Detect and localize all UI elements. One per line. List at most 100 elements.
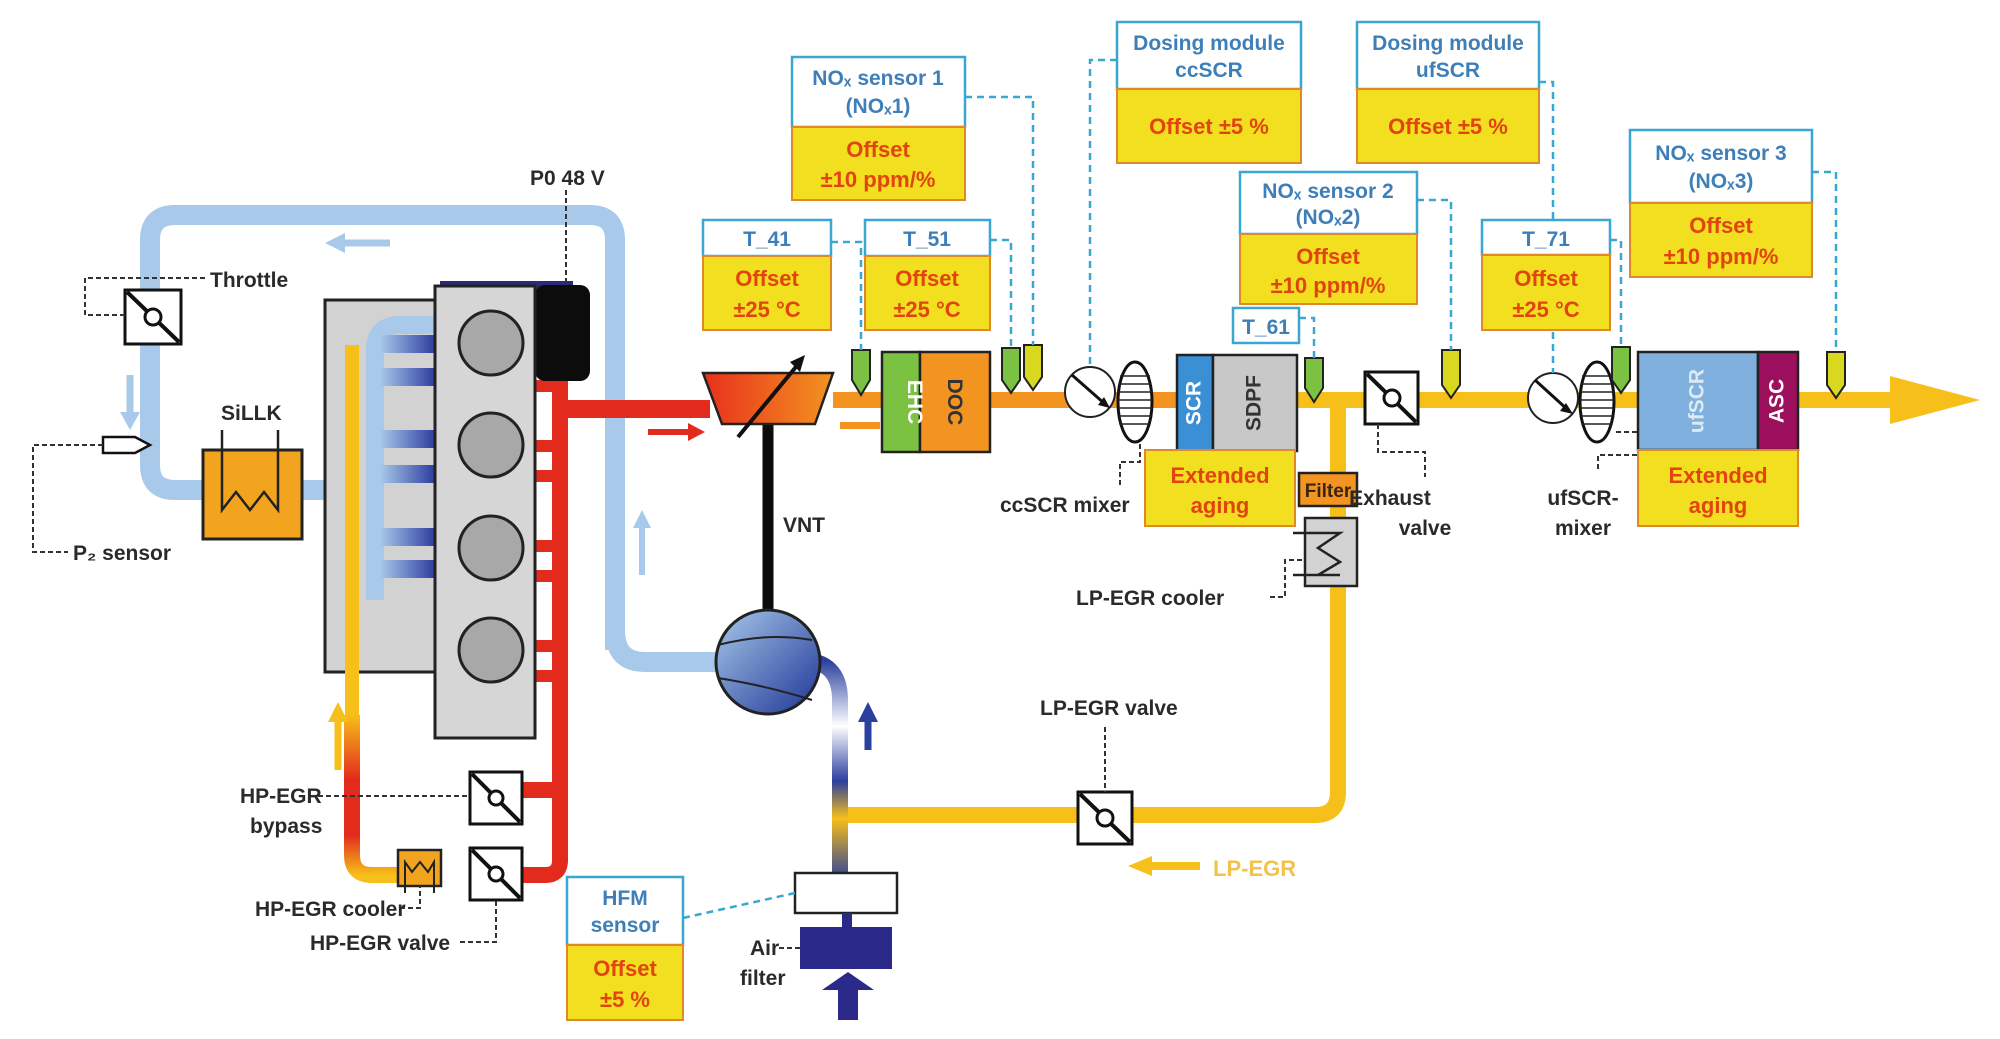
ufscr-mixer-label-2: mixer [1555, 517, 1611, 540]
ccscr-aging-line2: aging [1191, 493, 1250, 518]
vnt-label: VNT [783, 514, 825, 537]
t51-title: T_51 [903, 228, 951, 251]
cylinder-1 [457, 309, 525, 377]
compressor[interactable] [714, 608, 848, 880]
dosing-ufscr-title: Dosing module [1372, 32, 1524, 55]
lp-egr-cooler-label: LP-EGR cooler [1076, 587, 1224, 610]
p2-sensor-label: P₂ sensor [73, 542, 171, 565]
nox3-sensor-box: NOₓ sensor 3 (NOₓ3) Offset ±10 ppm/% [1628, 128, 1814, 278]
ccscr-mixer-leader [1119, 442, 1141, 485]
hp-egr-valve-leader [460, 900, 497, 943]
doc[interactable] [918, 350, 992, 454]
scr-sdpf-unit[interactable]: SCR SDPF [1175, 353, 1299, 453]
hp-egr-valve-icon[interactable] [468, 846, 524, 902]
t71-title: T_71 [1522, 228, 1570, 251]
filter-box[interactable]: Filter [1297, 471, 1359, 508]
asc-label: ASC [1766, 379, 1789, 423]
t61-connector [1299, 316, 1316, 358]
lp-egr-cooler-icon[interactable] [1293, 516, 1359, 588]
t61-sensor-box: T_61 [1231, 306, 1301, 345]
t71-probe-icon [1611, 346, 1631, 395]
flow-arrow-up-icon [633, 510, 651, 575]
ccscr-mixer-label: ccSCR mixer [1000, 494, 1130, 517]
ufscr-mixer-icon[interactable] [1578, 360, 1616, 444]
t61-title: T_61 [1242, 316, 1290, 339]
p0-48v-motor[interactable] [535, 285, 590, 381]
nox1-subtitle: (NOₓ1) [846, 95, 911, 118]
hfm-title: HFM [602, 887, 648, 910]
exhaust-valve-icon[interactable] [1363, 370, 1420, 426]
ufscr-mixer-leader-b [1597, 454, 1637, 472]
intake-arrow-up-icon [858, 702, 878, 750]
ccscr-dosing-injector-icon[interactable] [1064, 366, 1116, 418]
throttle-label: Throttle [210, 269, 288, 292]
ufscr[interactable] [1636, 350, 1760, 452]
ufscr-label: ufSCR [1686, 369, 1709, 433]
p2-sensor-icon[interactable] [101, 435, 153, 455]
exhaust-pipe-stub [840, 422, 880, 429]
hp-egr-bypass-label-1: HP-EGR [240, 785, 322, 808]
t71-connector [1610, 238, 1623, 347]
ufscr-dosing-injector-icon[interactable] [1527, 372, 1579, 424]
cylinder-2 [457, 411, 525, 479]
cylinder-3 [457, 514, 525, 582]
air-filter-label-2: filter [740, 967, 786, 990]
exhaust-valve-label-2: valve [1399, 517, 1452, 540]
lp-egr-valve-icon[interactable] [1076, 790, 1134, 846]
t51-connector [990, 238, 1013, 348]
nox2-connector [1417, 198, 1453, 350]
vnt-turbine[interactable] [701, 355, 835, 439]
t71-sensor-box: T_71 Offset ±25 °C [1480, 218, 1612, 331]
dosing-ccscr-title: Dosing module [1133, 32, 1285, 55]
sillk-label: SiLLK [221, 402, 282, 425]
hp-egr-cooler-icon[interactable] [396, 848, 443, 893]
charge-air-pipe [140, 205, 720, 672]
throttle-valve-icon[interactable] [123, 288, 183, 346]
flow-arrow-left-icon [325, 233, 390, 253]
hfm-sensor-body[interactable] [793, 871, 899, 915]
air-filter[interactable] [800, 927, 892, 969]
hp-egr-valve-label: HP-EGR valve [310, 932, 450, 955]
hp-egr-arrow-up-icon [328, 702, 348, 770]
t71-offset-2: ±25 °C [1512, 297, 1579, 322]
hp-egr-cooler-label: HP-EGR cooler [255, 898, 406, 921]
t61-probe-icon [1304, 357, 1324, 404]
t41-title: T_41 [743, 228, 791, 251]
ufscr-aging-line2: aging [1689, 493, 1748, 518]
ufscr-asc-unit[interactable]: ufSCR ASC [1636, 350, 1800, 452]
sdpf[interactable] [1211, 353, 1299, 453]
sillk-intercooler[interactable] [201, 430, 304, 541]
nox3-offset-2: ±10 ppm/% [1664, 244, 1779, 269]
intake-runners [380, 335, 438, 578]
nox3-subtitle: (NOₓ3) [1689, 170, 1754, 193]
t51-sensor-box: T_51 Offset ±25 °C [863, 218, 992, 331]
t41-connector [831, 240, 863, 350]
ccscr-mixer-icon[interactable] [1116, 360, 1154, 444]
cylinder-4 [457, 616, 525, 684]
nox3-probe-icon [1826, 351, 1846, 400]
engine-block[interactable] [433, 284, 537, 740]
ehc-label: EHC [903, 380, 926, 424]
ccscr-aging-box: Extended aging [1144, 449, 1296, 527]
hp-egr-bypass-valve-icon[interactable] [468, 770, 524, 826]
doc-label: DOC [943, 379, 966, 426]
nox3-title: NOₓ sensor 3 [1655, 142, 1786, 165]
ehc-doc-unit[interactable]: EHC DOC [880, 350, 992, 454]
scr[interactable] [1175, 353, 1215, 453]
p2-sensor-leader [32, 444, 103, 553]
dosing-ccscr-offset: Offset ±5 % [1149, 114, 1269, 139]
throttle-leader [84, 277, 205, 316]
sdpf-label: SDPF [1243, 375, 1266, 431]
lp-egr-pipe [848, 400, 1346, 823]
hfm-subtitle: sensor [591, 914, 660, 937]
dosing-ufscr-subtitle: ufSCR [1416, 59, 1480, 82]
t71-offset-1: Offset [1514, 266, 1578, 291]
p0-48v-label: P0 48 V [530, 167, 605, 190]
ufscr-aging-box: Extended aging [1637, 449, 1799, 527]
scr-label: SCR [1183, 381, 1206, 425]
t41-probe-icon [851, 349, 871, 397]
lp-egr-cooler-leader [1270, 559, 1305, 598]
t51-offset-1: Offset [895, 266, 959, 291]
dosing-ccscr-subtitle: ccSCR [1175, 59, 1243, 82]
